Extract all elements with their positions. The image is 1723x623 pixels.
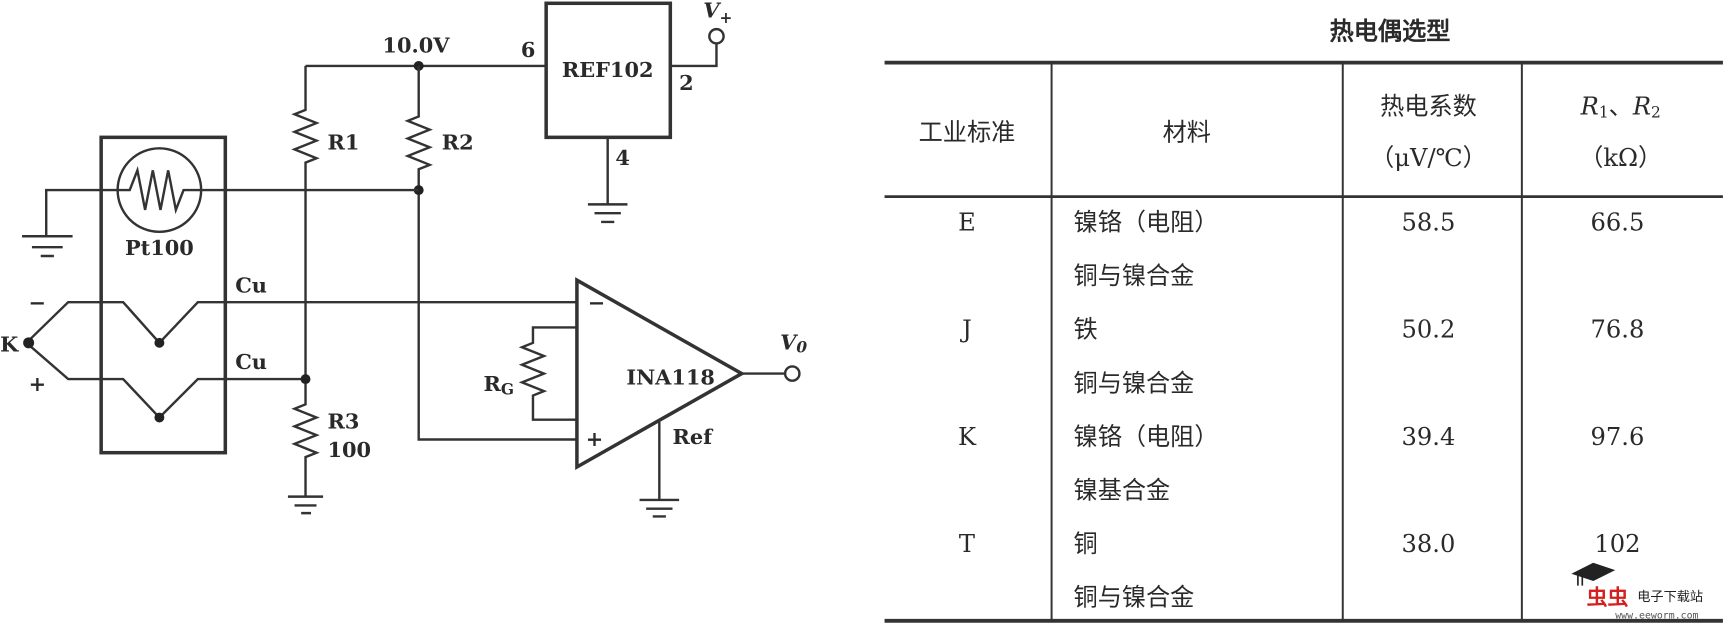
junction-dot: [23, 337, 35, 349]
cu-bottom-label: Cu: [235, 349, 267, 374]
header-resistance: R1、R2: [1580, 92, 1661, 121]
thermocouple-minus-wire: [25, 300, 577, 345]
ref-pin-label: Ref: [673, 424, 715, 449]
tc-plus-label: +: [29, 371, 46, 396]
rg-label: RG: [484, 371, 514, 398]
cell-r: 102: [1594, 530, 1640, 558]
junction-dot: [154, 412, 165, 423]
table-row: T 铜 38.0 102: [959, 530, 1641, 558]
header-standard: 工业标准: [919, 119, 1016, 147]
supply-voltage-label: 10.0V: [382, 33, 450, 58]
watermark-url: www.eeworm.com: [1615, 611, 1698, 622]
header-coefficient-unit: （μV/℃）: [1370, 144, 1487, 172]
cu-top-label: Cu: [235, 272, 267, 297]
ref-pin-6: 6: [521, 37, 536, 62]
cell-material: 铜与镍合金: [1074, 583, 1195, 611]
cell-material: 铜与镍合金: [1074, 262, 1195, 290]
output-label: V0: [780, 329, 807, 356]
cell-standard: T: [959, 530, 975, 558]
column-dividers: [1050, 62, 1523, 621]
cell-material: 镍基合金: [1074, 476, 1171, 504]
junction-dot: [300, 374, 311, 385]
header-coefficient: 热电系数: [1380, 92, 1477, 120]
ref-pin-2: 2: [679, 70, 694, 95]
tc-minus-label: −: [29, 290, 46, 315]
header-resistance-unit: （kΩ）: [1579, 144, 1662, 172]
table-row: 铜与镍合金: [1074, 369, 1195, 397]
ground-icon: [287, 495, 324, 515]
ref102-block: [544, 1, 673, 140]
vplus-wire: [670, 43, 718, 68]
cell-coef: 50.2: [1402, 316, 1456, 344]
ina118-amplifier: [575, 277, 746, 470]
cell-standard: E: [958, 209, 976, 237]
isothermal-block: [99, 135, 228, 455]
r2-branch: [404, 65, 577, 441]
table-row: J 铁 50.2 76.8: [959, 316, 1644, 344]
ground-icon: [639, 498, 680, 518]
vplus-label: V+: [703, 0, 732, 27]
cell-standard: J: [959, 316, 972, 344]
pt100-wire: [45, 188, 419, 237]
watermark-logo: 虫虫 电子下载站 www.eeworm.com: [1571, 562, 1703, 622]
ref102-label: REF102: [562, 57, 654, 82]
circuit-diagram: 10.0V 6 REF102 V+ 2 4 R1 R3 100 R2 Pt100: [0, 0, 807, 518]
cell-r: 66.5: [1591, 209, 1645, 237]
cell-material: 铁: [1074, 316, 1098, 344]
k-junction-label: K: [0, 332, 19, 357]
cell-coef: 39.4: [1402, 423, 1456, 451]
graduation-cap-icon: [1571, 562, 1616, 586]
output-terminal-icon: [783, 365, 801, 382]
table-title: 热电偶选型: [1330, 17, 1451, 46]
thermocouple-plus-wire: [25, 341, 306, 420]
table-row: 铜与镍合金: [1074, 583, 1195, 611]
cell-standard: K: [958, 423, 977, 451]
table-body: E 镍铬（电阻） 58.5 66.5 铜与镍合金 J 铁 50.2 76.8 铜与镍合金 K 镍铬（电…: [958, 209, 1644, 612]
rg-resistor: [518, 326, 577, 421]
table-row: 镍基合金: [1074, 476, 1171, 504]
r2-label: R2: [442, 129, 474, 154]
table-row: E 镍铬（电阻） 58.5 66.5: [958, 209, 1644, 237]
r1-label: R1: [327, 129, 359, 154]
pt100-label: Pt100: [125, 235, 194, 260]
ground-icon: [22, 235, 73, 258]
table-row: K 镍铬（电阻） 39.4 97.6: [958, 423, 1644, 451]
cell-coef: 38.0: [1402, 530, 1456, 558]
table-row: 铜与镍合金: [1074, 262, 1195, 290]
cell-material: 铜与镍合金: [1074, 369, 1195, 397]
cell-material: 铜: [1074, 530, 1098, 558]
cell-r: 97.6: [1591, 423, 1645, 451]
cell-material: 镍铬（电阻）: [1074, 209, 1219, 237]
ina-inv-label: −: [588, 290, 605, 315]
cell-coef: 58.5: [1402, 209, 1456, 237]
header-material: 材料: [1163, 119, 1211, 147]
watermark-name: 电子下载站: [1637, 589, 1703, 605]
watermark-brand: 虫虫: [1587, 585, 1629, 609]
ina118-label: INA118: [626, 365, 715, 390]
r3-value: 100: [327, 437, 371, 462]
rtd-resistor-icon: [117, 165, 202, 215]
ground-icon: [587, 203, 628, 224]
junction-dot: [154, 337, 165, 348]
vplus-terminal-icon: [708, 27, 725, 45]
cell-r: 76.8: [1591, 316, 1645, 344]
r1-r3-branch: [291, 65, 320, 497]
r3-label: R3: [327, 409, 359, 434]
ina-noninv-label: +: [586, 426, 603, 451]
thermocouple-table: 热电偶选型 工业标准 材料 热电系数 （μV/℃） R1、R2 （kΩ） E 镍铬…: [884, 17, 1723, 623]
ref-pin-4: 4: [615, 145, 630, 170]
cell-material: 镍铬（电阻）: [1074, 423, 1219, 451]
